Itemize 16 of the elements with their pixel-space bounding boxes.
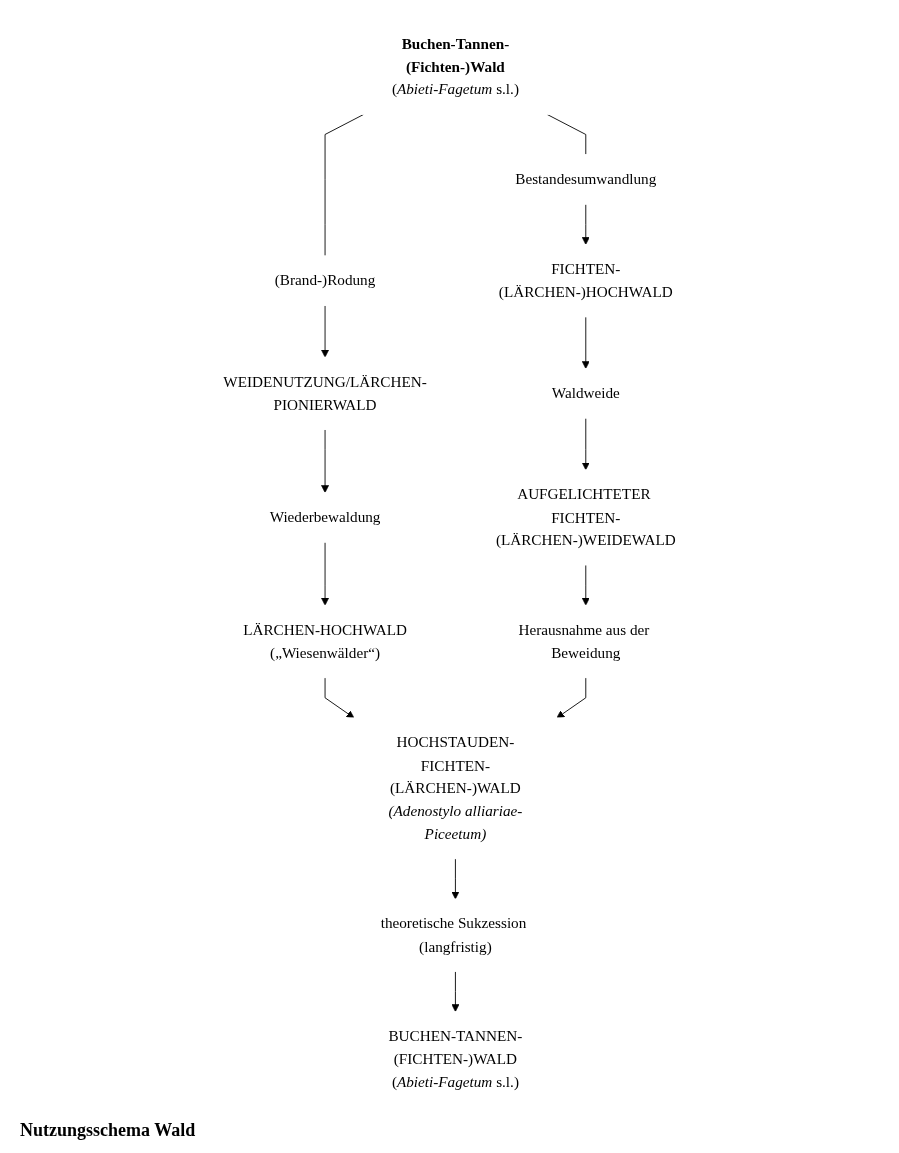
node-text: Buchen-Tannen-(Fichten-)Wald (Abieti-Fagetum s.l.) bbox=[391, 35, 519, 98]
caption: Nutzungsschema Wald bbox=[20, 1120, 196, 1141]
node-text: WEIDENUTZUNG/LÄRCHEN-PIONIERWALD bbox=[223, 373, 427, 414]
connector bbox=[324, 113, 365, 257]
node-text: BUCHEN-TANNEN-(FICHTEN-)WALD (Abieti-Fagetum s.l.) bbox=[388, 1027, 523, 1091]
node-text: (Brand-)Rodung bbox=[274, 271, 376, 289]
node-text: HOCHSTAUDEN-FICHTEN-(LÄRCHEN-)WALD (Adenostylo alliariae-Piceetum) bbox=[388, 734, 523, 843]
node-text: Waldweide bbox=[551, 384, 620, 402]
node-text: theoretische Sukzession (langfristig) bbox=[380, 915, 527, 955]
node-text: Herausnahme aus der Beweidung bbox=[518, 621, 650, 662]
node-text: Bestandesumwandlung bbox=[515, 170, 657, 188]
node-text: Wiederbewaldung bbox=[269, 508, 381, 526]
node-text: FICHTEN-(LÄRCHEN-)HOCHWALD bbox=[498, 260, 673, 301]
node-text: AUFGELICHTETER FICHTEN-(LÄRCHEN-)WEIDEWALD bbox=[495, 485, 676, 549]
connector bbox=[546, 113, 587, 156]
node-text: LÄRCHEN-HOCHWALD („Wiesenwälder“) bbox=[243, 621, 407, 662]
